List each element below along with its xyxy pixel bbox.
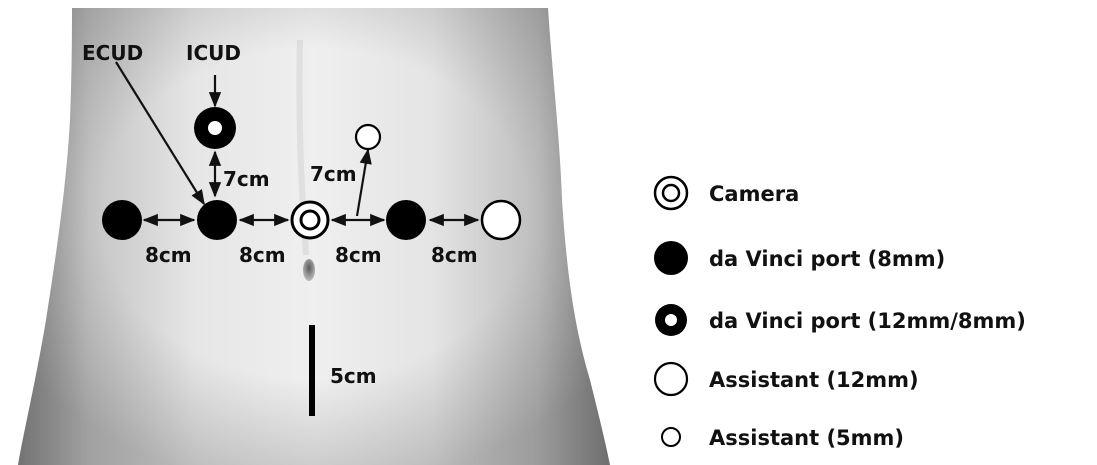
legend-item-davinci-8mm: da Vinci port (8mm) bbox=[654, 241, 945, 275]
legend-label-davinci-12-8mm: da Vinci port (12mm/8mm) bbox=[709, 309, 1026, 333]
legend-item-assistant-5mm: Assistant (5mm) bbox=[662, 426, 904, 450]
legend: Camera da Vinci port (8mm) da Vinci port… bbox=[654, 177, 1026, 450]
label-ecud: ECUD bbox=[82, 41, 143, 65]
label-5cm: 5cm bbox=[330, 364, 377, 388]
assistant-port-12mm bbox=[482, 201, 520, 239]
label-icud: ICUD bbox=[186, 41, 241, 65]
legend-item-camera: Camera bbox=[655, 177, 799, 209]
davinci-port-8mm-far-left bbox=[102, 200, 142, 240]
assistant-port-5mm bbox=[356, 125, 380, 149]
small-open-circle-icon bbox=[662, 428, 680, 446]
camera-port bbox=[292, 202, 328, 238]
label-8cm-2: 8cm bbox=[239, 243, 286, 267]
label-7cm-right: 7cm bbox=[310, 162, 357, 186]
legend-label-davinci-8mm: da Vinci port (8mm) bbox=[709, 247, 945, 271]
label-8cm-4: 8cm bbox=[431, 243, 478, 267]
legend-item-assistant-12mm: Assistant (12mm) bbox=[655, 363, 919, 395]
large-open-circle-icon bbox=[655, 363, 687, 395]
legend-item-davinci-12-8mm: da Vinci port (12mm/8mm) bbox=[655, 304, 1026, 336]
thick-ring-icon bbox=[655, 304, 687, 336]
davinci-port-8mm-left bbox=[197, 200, 237, 240]
label-7cm-left: 7cm bbox=[223, 167, 270, 191]
davinci-port-12mm-8mm bbox=[194, 107, 236, 149]
legend-label-camera: Camera bbox=[709, 182, 799, 206]
label-8cm-1: 8cm bbox=[145, 243, 192, 267]
navel bbox=[303, 259, 315, 281]
davinci-port-8mm-right bbox=[386, 200, 426, 240]
legend-label-assistant-5mm: Assistant (5mm) bbox=[709, 426, 904, 450]
filled-circle-icon bbox=[654, 241, 688, 275]
legend-label-assistant-12mm: Assistant (12mm) bbox=[709, 368, 919, 392]
label-8cm-3: 8cm bbox=[335, 243, 382, 267]
double-ring-icon bbox=[655, 177, 687, 209]
